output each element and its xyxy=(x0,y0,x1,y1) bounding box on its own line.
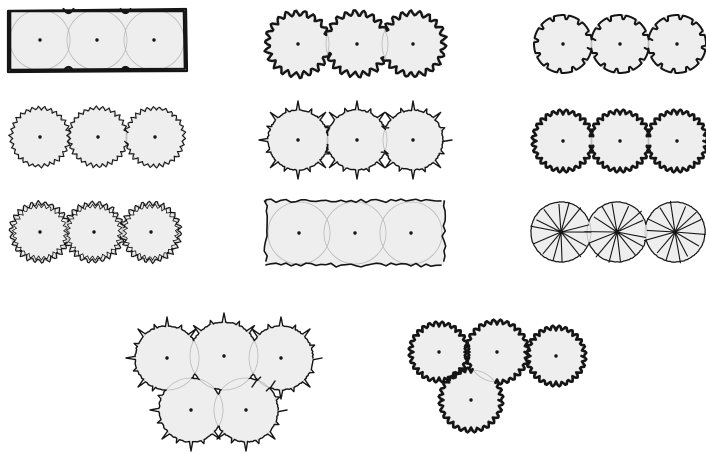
trunk-dot xyxy=(279,356,282,359)
trunk-dot xyxy=(296,42,299,45)
tree-symbol-row3-mid xyxy=(264,199,445,267)
trunk-dot xyxy=(411,42,414,45)
trunk-dot xyxy=(675,42,678,45)
tree-symbol-cluster-right xyxy=(409,320,587,433)
tree-symbol-row3-right xyxy=(531,201,706,262)
trunk-dot xyxy=(437,350,440,353)
trunk-dot xyxy=(615,230,618,233)
trunk-dot xyxy=(411,138,414,141)
trunk-dot xyxy=(296,138,299,141)
trunk-dot xyxy=(38,38,41,41)
trunk-dot xyxy=(92,230,95,233)
trunk-dot xyxy=(561,139,564,142)
trunk-dot xyxy=(244,408,247,411)
trunk-dot xyxy=(38,230,41,233)
trunk-dot xyxy=(95,38,98,41)
tree-symbol-cluster-left xyxy=(126,313,322,451)
tree-symbol-row1-left xyxy=(8,9,187,72)
trunk-dot xyxy=(152,38,155,41)
trunk-dot xyxy=(353,231,356,234)
trunk-dot xyxy=(38,135,41,138)
trunk-dot xyxy=(554,354,557,357)
trunk-dot xyxy=(149,230,152,233)
trunk-dot xyxy=(153,135,156,138)
trunk-dot xyxy=(559,230,562,233)
trunk-dot xyxy=(297,231,300,234)
tree-symbol-row1-right xyxy=(534,15,706,73)
tree-symbol-row3-left xyxy=(9,201,181,264)
trunk-dot xyxy=(561,42,564,45)
trunk-dot xyxy=(409,231,412,234)
trunk-dot xyxy=(469,398,472,401)
trunk-dot xyxy=(495,350,498,353)
tree-symbol-row2-mid xyxy=(259,101,452,179)
trunk-dot xyxy=(222,354,225,357)
trunk-dot xyxy=(618,42,621,45)
trunk-dot xyxy=(673,230,676,233)
trunk-dot xyxy=(189,408,192,411)
trunk-dot xyxy=(165,356,168,359)
trunk-dot xyxy=(675,139,678,142)
tree-symbol-row1-mid xyxy=(265,10,447,78)
trunk-dot xyxy=(96,135,99,138)
tree-symbol-row2-left xyxy=(9,106,186,168)
trunk-dot xyxy=(355,138,358,141)
tree-symbol-row2-right xyxy=(532,110,706,173)
trunk-dot xyxy=(355,42,358,45)
trunk-dot xyxy=(618,139,621,142)
